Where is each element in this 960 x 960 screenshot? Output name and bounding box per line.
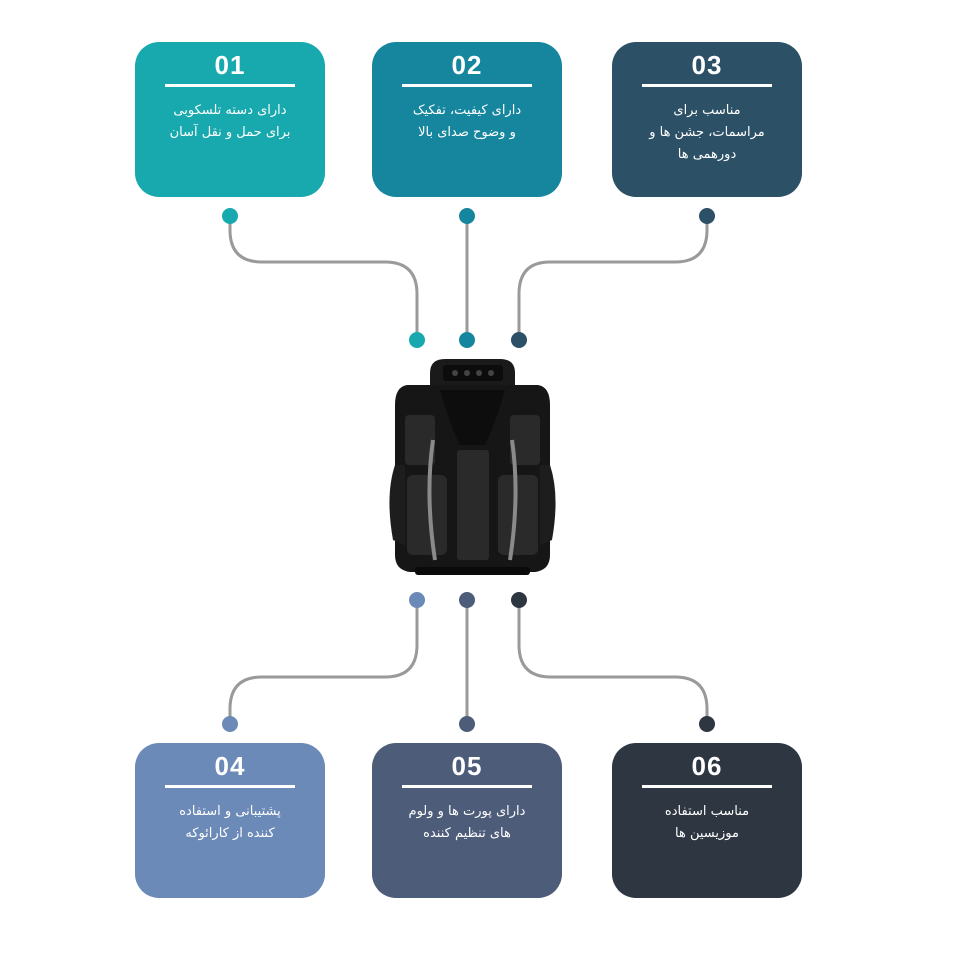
card-number: 02 bbox=[451, 50, 483, 80]
dot-mid-04 bbox=[409, 592, 425, 608]
dot-mid-06 bbox=[511, 592, 527, 608]
connector-06 bbox=[517, 598, 709, 725]
card-divider bbox=[402, 785, 532, 788]
card-number: 06 bbox=[691, 751, 723, 781]
feature-card-05: 05 دارای پورت ها و ولوم های تنظیم کننده bbox=[372, 743, 562, 898]
dot-bottom-06 bbox=[699, 716, 715, 732]
card-divider bbox=[165, 84, 295, 87]
card-number: 03 bbox=[691, 50, 723, 80]
card-number: 05 bbox=[451, 751, 483, 781]
card-divider bbox=[642, 84, 772, 87]
feature-card-02: 02 دارای کیفیت، تفکیک و وضوح صدای بالا bbox=[372, 42, 562, 197]
card-description: مناسب استفاده موزیسین ها bbox=[664, 804, 750, 841]
dot-top-01 bbox=[222, 208, 238, 224]
card-description: مناسب برای مراسمات، جشن ها و دورهمی ها bbox=[649, 103, 765, 162]
dot-mid-05 bbox=[459, 592, 475, 608]
connector-04 bbox=[228, 598, 419, 725]
dot-bottom-05 bbox=[459, 716, 475, 732]
connector-01 bbox=[228, 214, 419, 340]
card-description: دارای پورت ها و ولوم های تنظیم کننده bbox=[408, 804, 526, 841]
dot-mid-03 bbox=[511, 332, 527, 348]
card-divider bbox=[402, 84, 532, 87]
card-divider bbox=[642, 785, 772, 788]
feature-card-01: 01 دارای دسته تلسکوبی برای حمل و نقل آسا… bbox=[135, 42, 325, 197]
card-number: 04 bbox=[214, 751, 246, 781]
card-description: پشتیبانی و استفاده کننده از کارائوکه bbox=[179, 804, 281, 841]
card-description: دارای دسته تلسکوبی برای حمل و نقل آسان bbox=[169, 103, 291, 140]
card-number: 01 bbox=[214, 50, 246, 80]
connector-03 bbox=[517, 214, 709, 340]
feature-card-03: 03 مناسب برای مراسمات، جشن ها و دورهمی ه… bbox=[612, 42, 802, 197]
dot-bottom-04 bbox=[222, 716, 238, 732]
card-divider bbox=[165, 785, 295, 788]
dot-mid-02 bbox=[459, 332, 475, 348]
card-description: دارای کیفیت، تفکیک و وضوح صدای بالا bbox=[412, 103, 522, 140]
feature-card-04: 04 پشتیبانی و استفاده کننده از کارائوکه bbox=[135, 743, 325, 898]
dot-top-02 bbox=[459, 208, 475, 224]
portable-speaker-image bbox=[389, 359, 556, 575]
dot-mid-01 bbox=[409, 332, 425, 348]
dot-top-03 bbox=[699, 208, 715, 224]
feature-card-06: 06 مناسب استفاده موزیسین ها bbox=[612, 743, 802, 898]
